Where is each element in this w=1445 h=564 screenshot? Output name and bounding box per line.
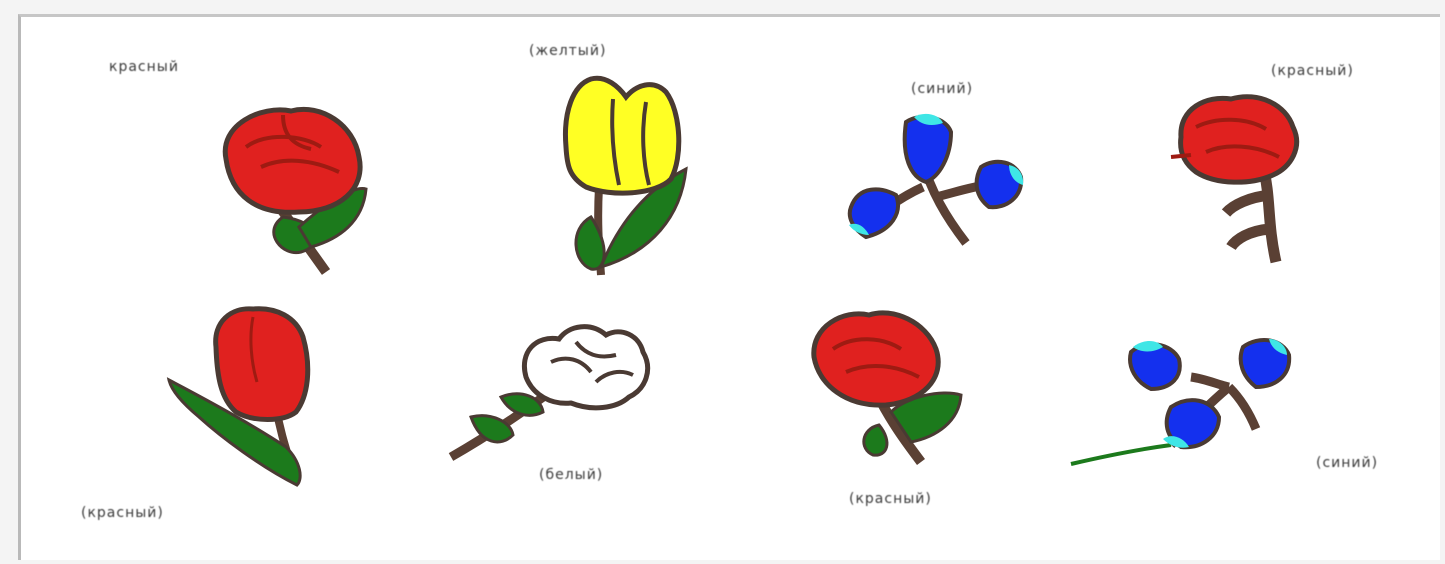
white-carnation-drawing [448,324,650,461]
label-blue-bluebell-2: (синий) [1316,455,1379,471]
flower-worksheet: красный (желтый) (синий) (красный) (крас… [18,14,1440,560]
label-white-carnation: (белый) [539,467,604,483]
red-tulip-drawing [166,306,311,487]
label-blue-bluebell: (синий) [911,81,974,97]
label-red-tulip: (красный) [81,505,164,521]
yellow-tulip-drawing [562,75,688,276]
blue-bluebell-top-drawing [847,113,1024,246]
red-rose-drawing-2 [811,310,963,465]
red-carnation-drawing [1170,94,1300,264]
red-rose-drawing [222,106,368,275]
label-red-rose: красный [109,59,179,75]
blue-bluebell-bottom-drawing [1070,338,1292,466]
label-yellow-tulip: (желтый) [529,43,607,59]
label-red-rose-2: (красный) [849,491,932,507]
flower-drawings [166,75,1300,487]
label-red-carnation: (красный) [1271,63,1354,79]
